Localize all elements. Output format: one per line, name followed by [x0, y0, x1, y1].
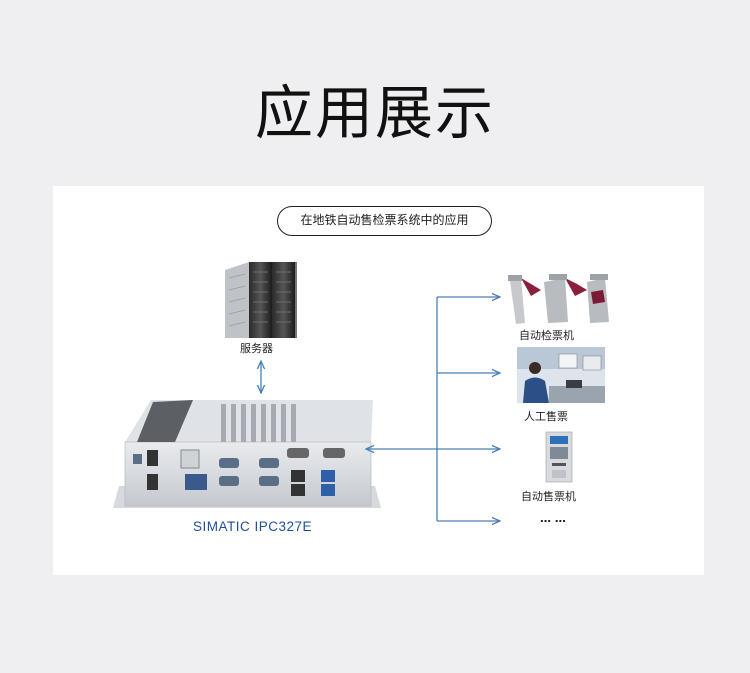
branch-label-more: … … — [540, 512, 566, 525]
ipc-label: SIMATIC IPC327E — [193, 519, 313, 534]
branch-label-gate: 自动检票机 — [519, 329, 574, 342]
diagram-panel: 在地铁自动售检票系统中的应用 服务器 SIMATIC IPC327E 自动检票机… — [53, 186, 704, 575]
diagram-canvas — [113, 262, 609, 575]
ipc-device-image — [113, 400, 381, 508]
page-title: 应用展示 — [254, 79, 495, 147]
branch-label-vending: 自动售票机 — [521, 490, 576, 503]
ticket-clerk-icon — [517, 347, 605, 403]
server-icon — [225, 262, 297, 338]
branch-label-clerk: 人工售票 — [524, 410, 568, 423]
ticket-gate-icon — [508, 274, 609, 324]
scenario-title: 在地铁自动售检票系统中的应用 — [277, 206, 492, 236]
server-label: 服务器 — [240, 342, 273, 355]
ticket-vending-machine-icon — [545, 431, 573, 483]
